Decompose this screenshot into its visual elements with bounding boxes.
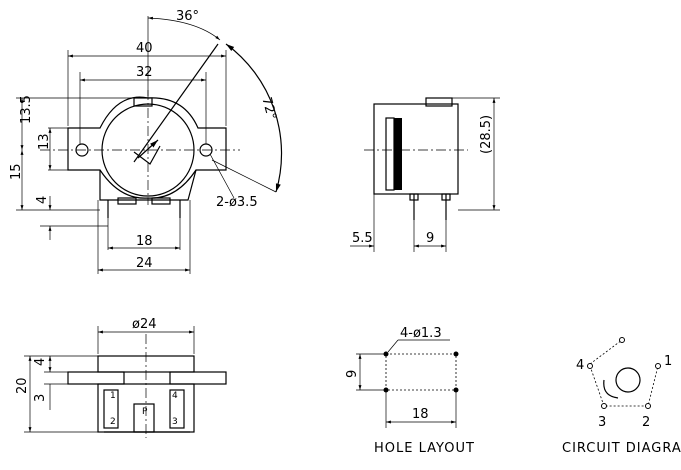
hole-rect [385,353,457,391]
dim-front-3: 3 [33,394,48,402]
circuit-wiper [589,339,623,365]
circuit-label-4: 4 [576,358,584,373]
lower-body [99,169,197,218]
flange-outline [67,96,227,199]
dim-9: 9 [426,231,434,246]
angle-label: 36° [176,9,199,24]
front-pin-3: 3 [172,417,178,427]
hole-dim-9: 9 [345,370,360,378]
dim-24: 24 [136,256,153,271]
side-plate-outer [385,117,395,191]
dim-28-5: (28.5) [479,115,494,154]
rotation-ref [211,159,277,193]
front-flange-right [169,371,227,385]
pointer-mark [133,145,161,165]
front-pin-1: 1 [110,391,116,401]
circuit-node-4 [587,363,593,369]
circuit-diagram-caption: CIRCUIT DIAGRAM [562,441,681,456]
circuit-wiper-arc [603,379,619,399]
dim-13-5: 13.5 [19,95,34,124]
pad-left [117,197,137,205]
dim-5-5: 5.5 [352,231,373,246]
dim-18: 18 [136,234,153,249]
front-view: 1 2 P 3 4 ø24 20 4 3 [15,317,227,438]
dim-40: 40 [136,41,153,56]
angle-arc [147,16,221,41]
circuit-rotor [615,367,641,393]
front-pin-block-right [169,389,185,429]
pointer-arrow [137,139,159,159]
circuit-node-2 [645,403,651,409]
rotation-arc [225,43,283,193]
top-view: 36° 72° 40 32 13.5 13 15 4 2-ø3.5 [9,9,283,274]
front-pin-block-left [103,389,119,429]
dim-20: 20 [15,377,30,394]
holes-label: 4-ø1.3 [400,326,442,341]
circuit-label-1: 1 [664,354,672,369]
hole-layout: 4-ø1.3 9 18 HOLE LAYOUT [345,326,475,456]
circuit-path [589,365,659,407]
circuit-node-1 [655,363,661,369]
front-pin-2: 2 [110,417,116,427]
hole-layout-caption: HOLE LAYOUT [374,441,475,456]
front-pin-P: P [142,407,148,417]
dim-4: 4 [35,196,50,204]
side-plate-inner [394,118,402,190]
dim-32: 32 [136,65,153,80]
mount-hole-label: 2-ø3.5 [216,195,258,210]
side-view: (28.5) 5.5 9 [350,97,500,252]
pad-right [151,197,171,205]
front-pin-4: 4 [172,391,178,401]
hole-1 [383,351,389,357]
dim-front-4: 4 [33,358,48,366]
angle-line [133,43,219,163]
hole-3 [383,387,389,393]
front-flange-left [67,371,125,385]
circuit-label-3: 3 [598,415,606,430]
hole-2 [453,351,459,357]
dim-15: 15 [9,163,24,180]
dim-dia-24: ø24 [132,317,157,332]
side-tab [425,97,453,107]
hole-dim-18: 18 [412,407,429,422]
hole-4 [453,387,459,393]
dim-13: 13 [37,133,52,150]
rotation-label: 72° [258,95,278,121]
circuit-diagram: 1 2 3 4 CIRCUIT DIAGRAM [562,337,681,456]
circuit-node-3 [601,403,607,409]
top-tab [133,97,153,107]
circuit-label-2: 2 [642,415,650,430]
circuit-node-top [619,337,625,343]
